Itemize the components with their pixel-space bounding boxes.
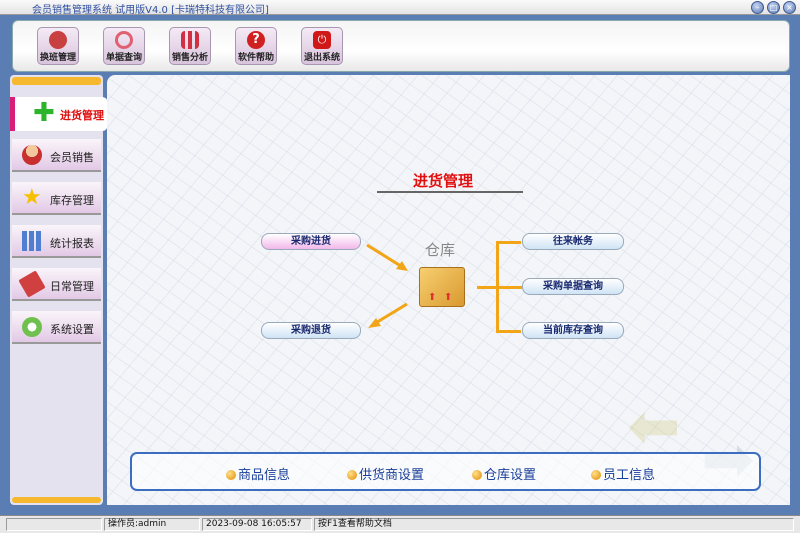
sidebar-item-daily[interactable]: 日常管理 [12, 268, 101, 301]
sidebar-item-inventory[interactable]: ★库存管理 [12, 182, 101, 215]
employee-info-link[interactable]: 员工信息 [591, 464, 655, 483]
window-title: 会员销售管理系统 试用版V4.0 [卡瑞特科技有限公司] [32, 5, 269, 16]
bar-chart-icon [181, 31, 199, 49]
connector [496, 330, 521, 333]
maximize-button[interactable]: □ [767, 1, 780, 14]
warehouse-settings-link[interactable]: 仓库设置 [472, 464, 536, 483]
bullet-icon [472, 470, 482, 480]
link-label: 仓库设置 [484, 468, 537, 483]
close-button[interactable]: × [783, 1, 796, 14]
back-arrow-icon[interactable]: ⬅ [627, 390, 681, 464]
power-icon: ⏻ [313, 31, 331, 49]
quick-links: 商品信息 供货商设置 仓库设置 员工信息 [130, 452, 761, 491]
bar-chart-icon [22, 231, 42, 251]
warehouse-label: 仓库 [425, 241, 456, 259]
toolbar: 换班管理 单据查询 销售分析 ?软件帮助 ⏻退出系统 [12, 20, 790, 72]
accounts-button[interactable]: 往来帐务 [522, 233, 624, 250]
bullet-icon [226, 470, 236, 480]
warehouse-box-icon: ⬆⬆ [419, 267, 465, 307]
status-operator: 操作员:admin [104, 518, 200, 531]
sidebar-bottom-strip [12, 497, 101, 503]
star-icon: ★ [22, 185, 42, 210]
link-label: 员工信息 [603, 468, 656, 483]
plus-icon: ✚ [33, 98, 55, 128]
bullet-icon [347, 470, 357, 480]
title-bar: 会员销售管理系统 试用版V4.0 [卡瑞特科技有限公司] – □ × [0, 0, 800, 16]
brush-icon [18, 270, 46, 298]
stock-query-button[interactable]: 当前库存查询 [522, 322, 624, 339]
gear-icon [22, 317, 42, 337]
sidebar-item-settings[interactable]: 系统设置 [12, 311, 101, 344]
supplier-settings-link[interactable]: 供货商设置 [347, 464, 424, 483]
link-label: 商品信息 [238, 468, 291, 483]
purchase-doc-query-button[interactable]: 采购单据查询 [522, 278, 624, 295]
page-title: 进货管理 [413, 172, 474, 190]
sidebar: ✚ 进货管理 会员销售 ★库存管理 统计报表 日常管理 系统设置 [10, 75, 108, 505]
link-label: 供货商设置 [359, 468, 425, 483]
status-cell-empty [6, 518, 102, 531]
help-button[interactable]: ?软件帮助 [235, 27, 277, 65]
sidebar-item-member-sales[interactable]: 会员销售 [12, 139, 101, 172]
main-panel: 进货管理 采购进货 采购退货 仓库 ⬆⬆ 往来帐务 采购单据查询 当前库存查询 … [107, 75, 790, 505]
magnifier-icon [115, 31, 133, 49]
sidebar-item-label: 进货管理 [60, 109, 104, 122]
help-icon: ? [247, 31, 265, 49]
connector [477, 286, 522, 289]
sales-analysis-button[interactable]: 销售分析 [169, 27, 211, 65]
exit-button[interactable]: ⏻退出系统 [301, 27, 343, 65]
bullet-icon [591, 470, 601, 480]
status-bar: 操作员:admin 2023-09-08 16:05:57 按F1查看帮助文档 [0, 515, 800, 533]
purchase-in-button[interactable]: 采购进货 [261, 233, 361, 250]
user-icon [22, 145, 42, 165]
document-query-button[interactable]: 单据查询 [103, 27, 145, 65]
purchase-return-button[interactable]: 采购退货 [261, 322, 361, 339]
minimize-button[interactable]: – [751, 1, 764, 14]
sidebar-item-purchase[interactable]: ✚ 进货管理 [10, 97, 108, 131]
shift-management-button[interactable]: 换班管理 [37, 27, 79, 65]
connector [496, 241, 521, 244]
flow-arrows [366, 243, 408, 328]
sidebar-item-reports[interactable]: 统计报表 [12, 225, 101, 258]
status-hint: 按F1查看帮助文档 [314, 518, 794, 531]
product-info-link[interactable]: 商品信息 [226, 464, 290, 483]
connector [496, 242, 499, 332]
sidebar-top-strip [12, 77, 101, 85]
status-datetime: 2023-09-08 16:05:57 [202, 518, 312, 531]
title-underline [377, 191, 523, 193]
users-icon [49, 31, 67, 49]
